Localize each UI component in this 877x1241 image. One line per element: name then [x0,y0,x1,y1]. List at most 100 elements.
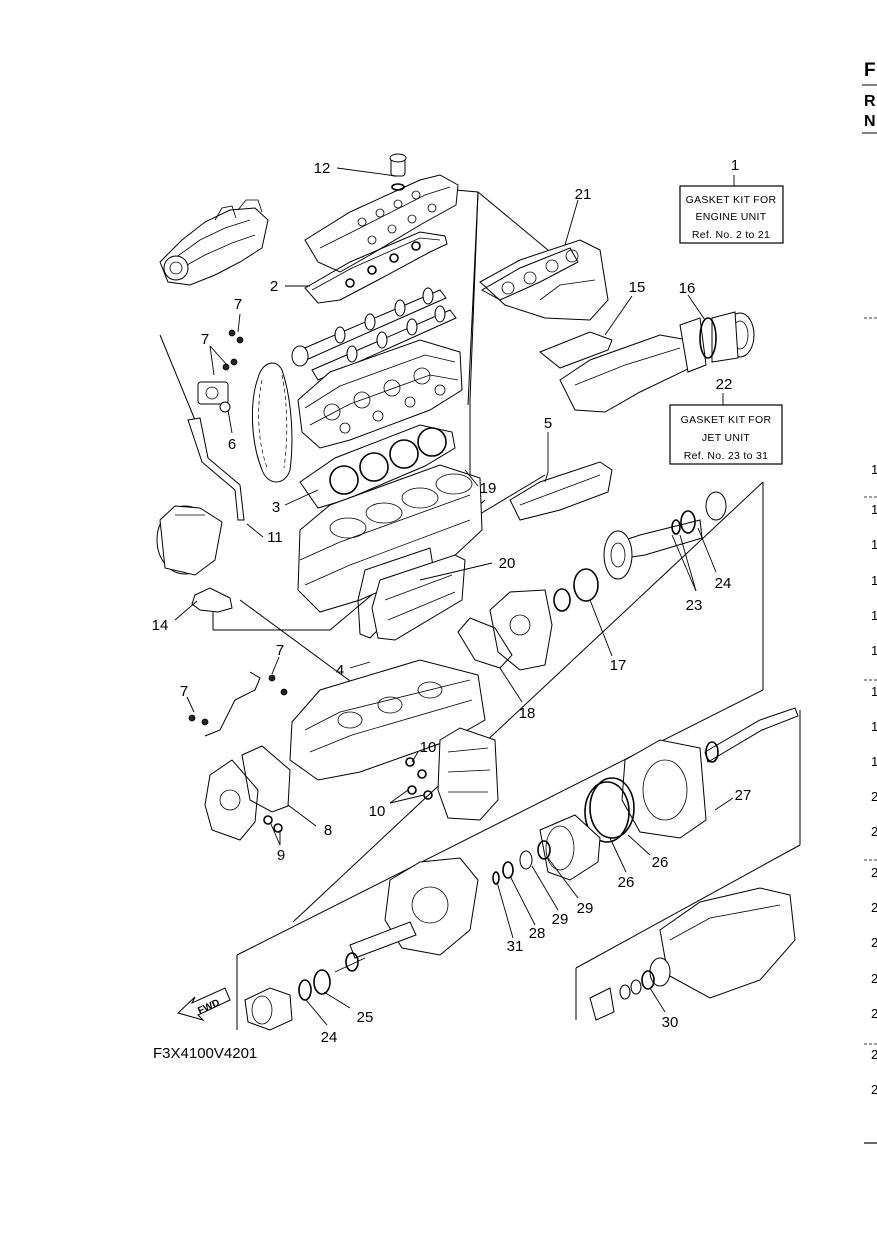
callout-3: 3 [272,499,280,516]
magneto-cover [457,589,553,671]
callout-6: 6 [228,436,236,453]
edge-row-digit: 2 [871,789,877,804]
oil-delivery-pipe [188,671,288,737]
edge-header-letter: N [864,113,876,130]
callout-29-right: 29 [577,900,594,917]
edge-row-digit: 2 [871,1047,877,1062]
jet-kit-line1: GASKET KIT FOR [681,414,772,426]
bearing-housing [345,857,479,972]
callout-7-lower-left: 7 [180,683,188,700]
assembled-engine-thumbnail [159,199,269,286]
oil-filter-bracket [197,329,244,413]
edge-row-digit: 1 [871,754,877,769]
callout-7-lower-right: 7 [276,642,284,659]
edge-row-digit: 1 [871,502,877,517]
engine-gasket-kit-box: GASKET KIT FOR ENGINE UNIT Ref. No. 2 to… [679,157,784,244]
callout-27: 27 [735,787,752,804]
callout-24-upper: 24 [715,575,732,592]
callout-25: 25 [357,1009,374,1026]
callout-26-left: 26 [618,874,635,891]
edge-row-digit: 1 [871,462,877,477]
callout-12: 12 [314,160,331,177]
callout-23: 23 [686,597,703,614]
page-edge-rows: 1 1 1 1 1 1 1 1 1 2 2 2 2 2 2 2 2 2 [864,462,877,1144]
oil-pump-cover [405,727,499,821]
callout-8: 8 [324,822,332,839]
cylinder-head [297,339,463,449]
edge-row-digit: 1 [871,573,877,588]
edge-row-digit: 1 [871,684,877,699]
camshafts [291,287,457,381]
edge-header-letter: F [864,60,876,81]
edge-row-digit: 2 [871,1006,877,1021]
forward-arrow-icon: FWD [177,987,231,1021]
callout-19: 19 [480,480,497,497]
edge-row-digit: 2 [871,935,877,950]
impeller-duct [539,777,635,881]
callout-24-lower: 24 [321,1029,338,1046]
jet-kit-number: 22 [716,376,733,393]
callout-11: 11 [267,529,283,546]
cylinder-head-cover [304,153,459,273]
exhaust-joint [699,311,755,363]
callout-4: 4 [336,662,344,679]
edge-row-digit: 2 [871,900,877,915]
callout-26-right: 26 [652,854,669,871]
edge-row-digit: 1 [871,719,877,734]
callout-2: 2 [270,278,278,295]
jet-nozzle-assembly [589,887,796,1021]
coupler-and-seals [244,957,366,1031]
callout-16: 16 [679,280,696,297]
jet-seals [492,840,551,885]
leader-lines [174,167,734,1026]
jet-pump-housing [621,707,799,839]
edge-row-digit: 1 [871,537,877,552]
callout-28: 28 [529,925,546,942]
callout-7-left: 7 [201,331,209,348]
engine-kit-line2: ENGINE UNIT [696,211,767,223]
jet-kit-line2: JET UNIT [702,432,751,444]
turbocharger [156,505,223,576]
edge-row-digit: 2 [871,824,877,839]
turbo-gasket [191,587,233,613]
engine-kit-line3: Ref. No. 2 to 21 [692,229,770,241]
callout-21: 21 [575,186,592,203]
jet-gasket-kit-box: GASKET KIT FOR JET UNIT Ref. No. 23 to 3… [669,376,783,465]
callout-30: 30 [662,1014,679,1031]
callout-14: 14 [152,617,169,634]
edge-row-digit: 2 [871,971,877,986]
jet-kit-line3: Ref. No. 23 to 31 [684,450,768,462]
callout-20: 20 [499,555,516,572]
head-cover-gasket [304,231,448,304]
callout-15: 15 [629,279,646,296]
edge-row-digit: 2 [871,1082,877,1097]
callout-numbers: 12 21 2 7 7 15 16 6 5 3 19 11 20 24 23 1… [152,160,752,1046]
edge-header-letter: R [864,93,876,110]
callout-18: 18 [519,705,536,722]
timing-chain [251,362,293,483]
callout-31: 31 [507,938,524,955]
intake-manifold [479,239,609,321]
figure-code: F3X4100V4201 [153,1045,257,1062]
cylinder-head-gasket [299,424,456,509]
callout-10-lower: 10 [369,803,386,820]
side-cover-with-gasket [357,547,466,641]
callout-5: 5 [544,415,552,432]
exhaust-pipe [509,461,613,521]
exhaust-manifold [539,317,707,413]
engine-kit-line1: GASKET KIT FOR [686,194,777,206]
oil-level-gauge [159,334,245,521]
edge-row-digit: 2 [871,865,877,880]
callout-10-upper: 10 [420,739,437,756]
crankcase [289,659,486,781]
callout-7-upper: 7 [234,296,242,313]
page-edge-header: F R N [862,60,877,319]
edge-row-digit: 1 [871,643,877,658]
engine-kit-number: 1 [731,157,739,174]
water-pump-cover [204,745,291,841]
jet-drive-shaft-assembly [553,491,727,612]
callout-17: 17 [610,657,627,674]
callout-9: 9 [277,847,285,864]
edge-row-digit: 1 [871,608,877,623]
